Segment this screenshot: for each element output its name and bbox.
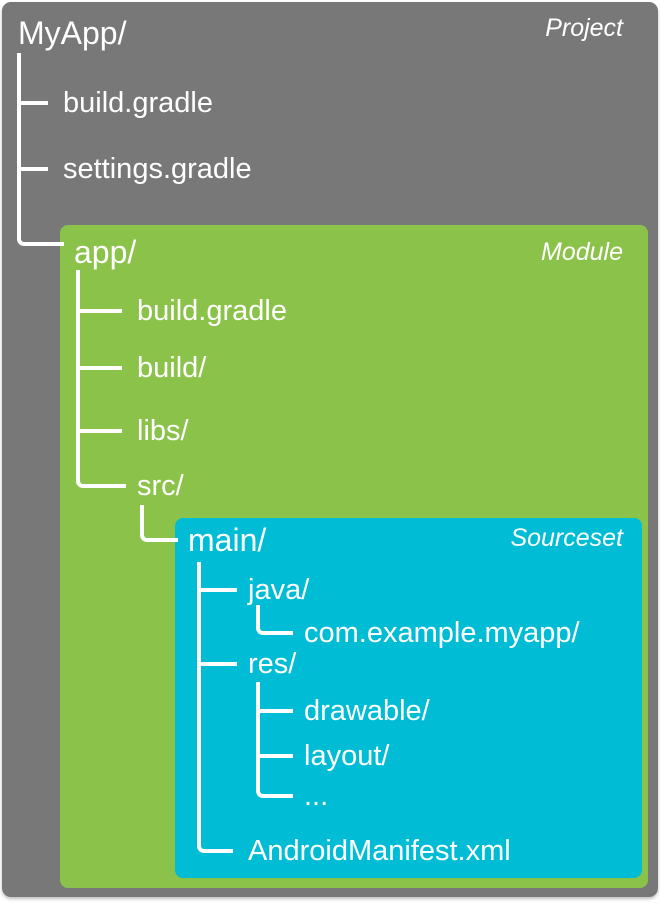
sourceset-item-package: com.example.myapp/ [304, 617, 580, 649]
sourceset-item-res: res/ [248, 648, 297, 680]
sourceset-item-layout: layout/ [304, 740, 390, 772]
module-branch-libs [76, 429, 122, 433]
module-item-build-gradle: build.gradle [137, 295, 287, 327]
sourceset-root-folder: main/ [188, 522, 267, 558]
res-branch-layout [256, 754, 293, 758]
module-item-libs: libs/ [137, 415, 189, 447]
sourceset-branch-java [197, 588, 237, 592]
java-package-elbow [256, 605, 293, 635]
module-root-folder: app/ [74, 234, 137, 270]
module-branch-build-gradle [76, 309, 122, 313]
sourceset-branch-res [197, 662, 237, 666]
project-branch-build-gradle [17, 101, 48, 105]
sourceset-item-drawable: drawable/ [304, 695, 430, 727]
sourceset-item-java: java/ [248, 574, 310, 606]
sourceset-box [175, 518, 642, 878]
project-item-build-gradle: build.gradle [63, 87, 213, 119]
project-root-folder: MyApp/ [18, 15, 127, 51]
sourceset-item-ellipsis: ... [304, 780, 329, 812]
sourceset-item-manifest: AndroidManifest.xml [248, 835, 511, 867]
module-item-src: src/ [137, 470, 184, 502]
sourceset-tree-trunk-elbow [197, 562, 233, 853]
module-item-build-dir: build/ [137, 352, 207, 384]
project-item-settings-gradle: settings.gradle [63, 153, 252, 185]
sourceset-type-label: Sourceset [510, 524, 623, 552]
project-branch-settings-gradle [17, 167, 48, 171]
module-type-label: Module [541, 238, 623, 266]
src-to-main-connector-elbow [140, 505, 178, 542]
project-type-label: Project [545, 14, 623, 42]
module-tree-trunk-elbow [76, 270, 126, 488]
res-branch-drawable [256, 709, 293, 713]
module-branch-build-dir [76, 366, 122, 370]
res-subtree-trunk-elbow [256, 682, 293, 798]
project-tree-trunk-elbow [17, 53, 64, 246]
